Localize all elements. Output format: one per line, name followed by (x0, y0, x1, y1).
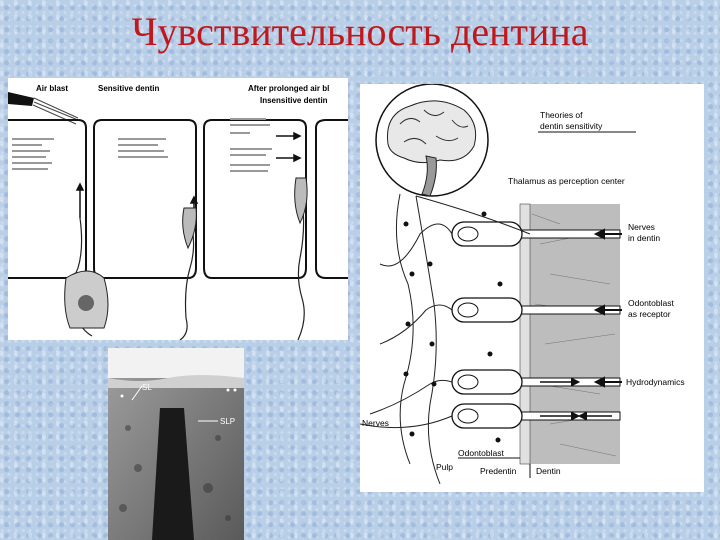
sl-label: SL (142, 383, 152, 392)
nerves-label: Nerves (362, 418, 389, 428)
odontoblast-receptor-label-2: as receptor (628, 309, 671, 319)
odontoblast-cell-bodies (64, 177, 308, 329)
slide-title: Чувствительность дентина (131, 9, 589, 54)
caption-text-blocks (12, 118, 272, 172)
brain-icon (375, 84, 489, 197)
sensitive-dentin-label: Sensitive dentin (98, 84, 159, 93)
nerve-fibers (360, 193, 531, 485)
theories-title-line2: dentin sensitivity (540, 121, 603, 131)
nerves-in-dentin-label-1: Nerves (628, 222, 655, 232)
insensitive-dentin-label: Insensitive dentin (260, 96, 328, 105)
hydrodynamics-label: Hydrodynamics (626, 377, 685, 387)
theories-title-line1: Theories of (540, 110, 583, 120)
label-arrows (540, 228, 622, 421)
pulp-label: Pulp (436, 462, 453, 472)
predentin-label: Predentin (480, 466, 517, 476)
dentin-block (519, 203, 621, 465)
tubule-channel (152, 408, 194, 540)
odontoblast-nuclei (457, 226, 479, 424)
nerves-in-dentin-label-2: in dentin (628, 233, 660, 243)
prolonged-air-blast-label: After prolonged air bl (248, 84, 329, 93)
air-blast-label: Air blast (36, 84, 68, 93)
dentin-sensitivity-theories-diagram: Theories of dentin sensitivity Thalamus … (360, 84, 704, 492)
dentin-tubule-diagram: Air blast Sensitive dentin After prolong… (8, 78, 348, 340)
sem-micrograph: SL SLP (108, 348, 244, 540)
nerve-synapse-dots (403, 211, 503, 443)
odontoblast-cells (451, 221, 523, 429)
dentin-label: Dentin (536, 466, 561, 476)
odontoblast-receptor-label-1: Odontoblast (628, 298, 674, 308)
slp-label: SLP (220, 417, 235, 426)
odontoblast-label: Odontoblast (458, 448, 504, 458)
thalamus-label: Thalamus as perception center (508, 176, 625, 186)
flow-arrows (75, 131, 302, 228)
